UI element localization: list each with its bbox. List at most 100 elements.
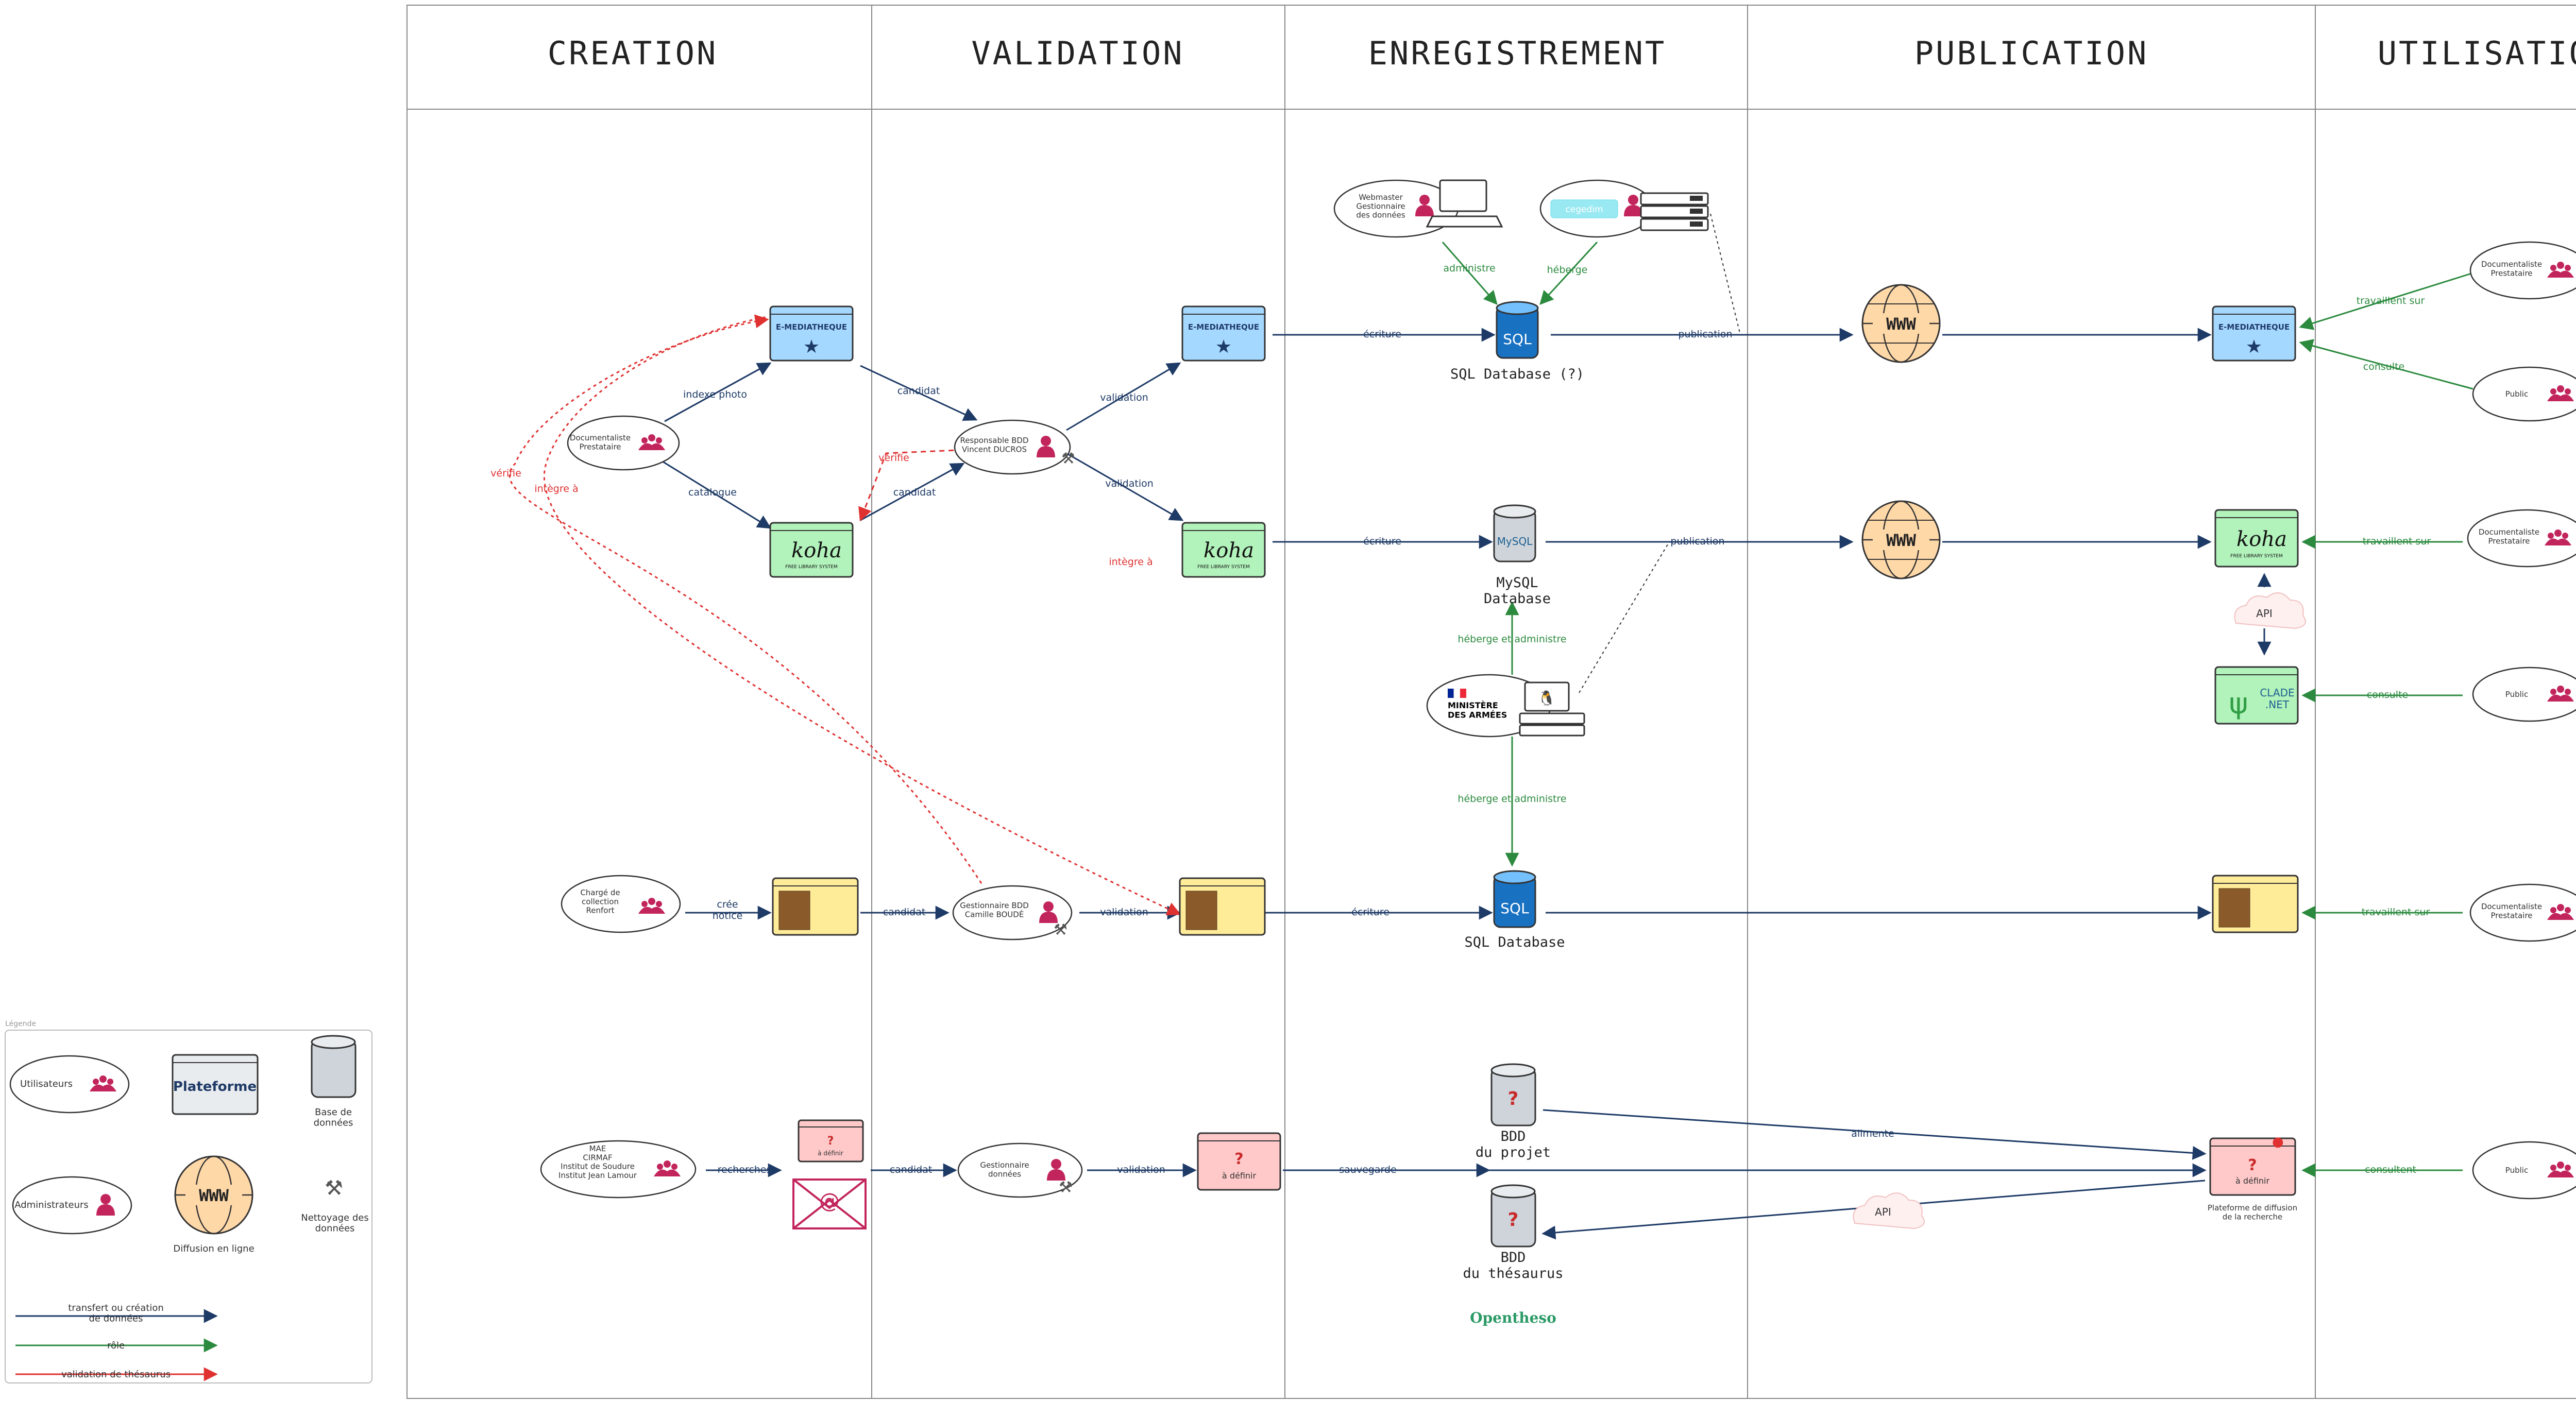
star-icon: ★ (803, 336, 820, 357)
linux-laptop-icon: 🐧 (1519, 681, 1585, 737)
platform-yellow-1 (772, 877, 859, 936)
svg-text:E-MEDIATHEQUE: E-MEDIATHEQUE (1188, 322, 1259, 332)
svg-text:?: ? (1508, 1088, 1519, 1109)
svg-text:MySQL: MySQL (1497, 535, 1533, 548)
label-candidat-4: candidat (890, 1164, 933, 1175)
platform-koha-1: koha FREE LIBRARY SYSTEM (769, 522, 854, 578)
label-travaillent-sur-2: travaillent sur (2363, 536, 2431, 547)
svg-text:Public: Public (2505, 690, 2528, 699)
edge-heberge (1539, 241, 1598, 305)
edge-validation-1 (1066, 362, 1181, 431)
label-integre-a-right: intègre à (1109, 556, 1153, 568)
opentheso-logo: Opentheso (1470, 1309, 1556, 1326)
cactus-icon: ψ (2229, 687, 2248, 721)
legend-www: WWW Diffusion en ligne (173, 1155, 255, 1254)
api-cloud-2: API (1853, 1192, 1925, 1229)
platform-emediatheque-1: E-MEDIATHEQUE ★ (769, 305, 854, 362)
label-publication-1: publication (1678, 329, 1732, 340)
edge-travaillent-sur-1 (2299, 272, 2473, 330)
svg-text:SQL Database (?): SQL Database (?) (1450, 366, 1584, 382)
label-candidat-1: candidat (897, 385, 940, 397)
svg-text:?: ? (1234, 1150, 1243, 1168)
label-catalogue: catalogue (688, 487, 737, 498)
edge-candidat-2 (860, 463, 965, 521)
svg-text:FREE LIBRARY SYSTEM: FREE LIBRARY SYSTEM (2230, 554, 2282, 559)
svg-text:WWW: WWW (199, 1186, 229, 1205)
label-heberge-administre-1: héberge et administre (1458, 634, 1566, 645)
label-candidat-3: candidat (883, 907, 926, 918)
legend-title: Légende (5, 1020, 36, 1028)
label-validation-4: validation (1117, 1164, 1165, 1175)
svg-text:Plateforme: Plateforme (173, 1079, 257, 1095)
label-travaillent-sur-1: travaillent sur (2357, 295, 2425, 306)
nettoyage-icon: ⚒ (1054, 921, 1067, 939)
email-icon: @ (792, 1178, 867, 1229)
edges (509, 213, 2473, 1240)
platform-yellow-2 (1179, 877, 1266, 936)
actor-public-r1: Public (2472, 366, 2576, 422)
svg-text:koha: koha (1204, 539, 1254, 562)
svg-text:koha: koha (2236, 527, 2287, 551)
edge-validation-2 (1066, 452, 1184, 521)
svg-text:WWW: WWW (1886, 314, 1917, 334)
platform-emediatheque-3: E-MEDIATHEQUE ★ (2212, 305, 2296, 362)
column-headers: CREATION VALIDATION ENREGISTREMENT PUBLI… (548, 35, 2576, 72)
label-publication-2: publication (1670, 536, 1724, 547)
label-ecriture-3: écriture (1351, 907, 1389, 918)
artwork-thumbnail (2218, 888, 2250, 928)
server-icon (1640, 192, 1709, 231)
actor-public-r2: Public (2472, 667, 2576, 722)
www-globe-2: WWW (1861, 500, 1941, 579)
svg-text:SQL: SQL (1500, 900, 1529, 917)
label-consulte-1: consulte (2363, 361, 2404, 372)
svg-text:FREE LIBRARY SYSTEM: FREE LIBRARY SYSTEM (785, 565, 837, 570)
svg-text:FREE LIBRARY SYSTEM: FREE LIBRARY SYSTEM (1197, 565, 1249, 570)
column-title-enregistrement: ENREGISTREMENT (1368, 35, 1667, 72)
svg-text:à définir: à définir (2235, 1176, 2270, 1186)
legend-utilisateurs: Utilisateurs (9, 1055, 130, 1114)
edge-alimente (1543, 1109, 2207, 1160)
label-validation-1: validation (1100, 392, 1148, 403)
label-ecriture-2: écriture (1363, 536, 1401, 547)
edge-indexe-photo (664, 362, 772, 422)
label-heberge: héberge (1547, 264, 1588, 276)
column-title-utilisation: UTILISATION (2378, 35, 2576, 72)
svg-text:API: API (2256, 607, 2273, 620)
star-icon: ★ (2246, 336, 2262, 357)
legend-administrateurs: Administrateurs (12, 1176, 132, 1235)
label-sauvegarde: sauvegarde (1339, 1164, 1396, 1175)
svg-text:à définir: à définir (1222, 1171, 1257, 1181)
column-title-creation: CREATION (548, 35, 718, 72)
label-recherches: recherches (718, 1164, 772, 1175)
actor-hosting-ovh: cegedim (1539, 179, 1709, 238)
edge-dotted-ministere (1579, 541, 1670, 693)
legend-plateforme: Plateforme (172, 1054, 259, 1115)
laptop-icon (1426, 179, 1503, 228)
label-consultent: consultent (2365, 1164, 2416, 1175)
label-candidat-2: candidat (893, 487, 936, 498)
platform-clade: ψ CLADE.NET (2214, 666, 2299, 725)
nettoyage-icon: ⚒ (1059, 1178, 1073, 1197)
artwork-thumbnail (1185, 891, 1217, 930)
